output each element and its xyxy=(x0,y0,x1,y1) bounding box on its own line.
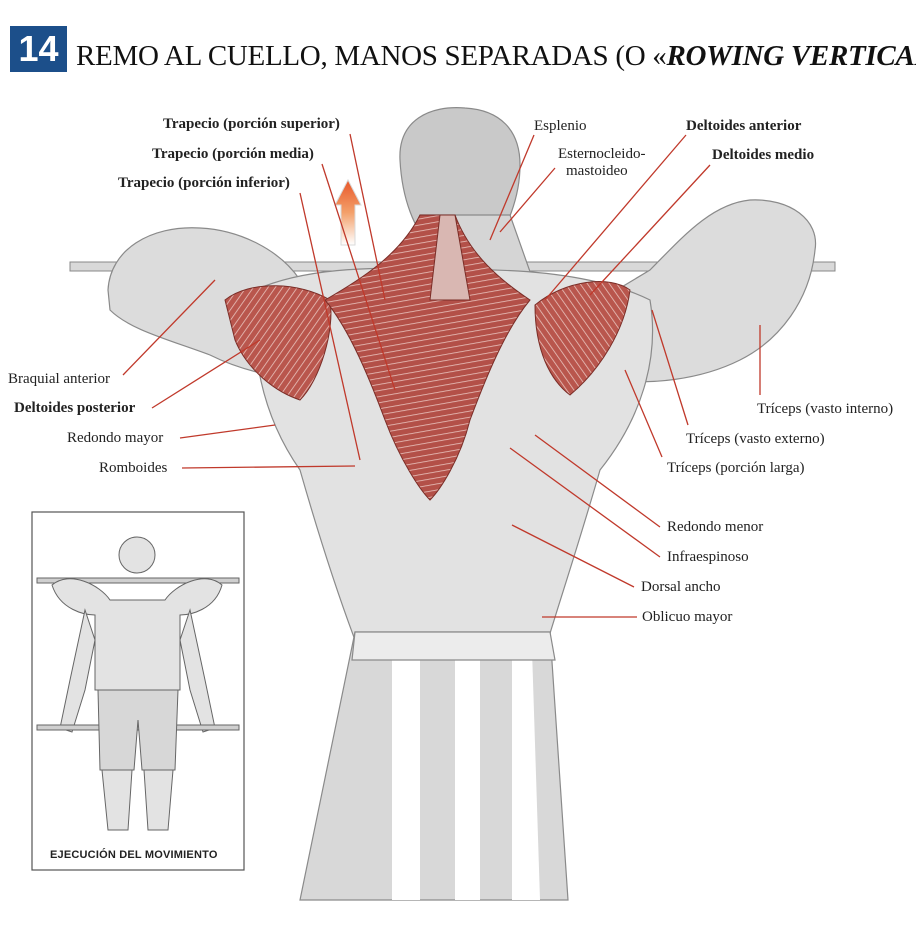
leader-lines xyxy=(122,133,761,618)
title-italic: ROWING VERTICAL xyxy=(666,40,916,72)
label-deltoides-anterior: Deltoides anterior xyxy=(686,118,802,134)
neck-splenius xyxy=(429,214,471,301)
label-braquial-anterior: Braquial anterior xyxy=(8,371,111,387)
label-redondo-menor: Redondo menor xyxy=(667,519,764,535)
leader-redondo-menor xyxy=(534,434,661,528)
leader-esternocleido xyxy=(499,167,556,233)
leader-triceps-vasto-externo xyxy=(651,309,689,426)
leader-dorsal-ancho xyxy=(511,524,635,588)
leader-deltoides-anterior xyxy=(544,134,687,301)
label-trapecio-inferior: Trapecio (porción inferior) xyxy=(118,175,290,191)
label-dorsal-ancho: Dorsal ancho xyxy=(641,579,721,595)
label-redondo-mayor: Redondo mayor xyxy=(67,430,164,446)
title-prefix: REMO AL CUELLO, MANOS SEPARADAS (O « xyxy=(76,40,667,72)
label-infraespinoso: Infraespinoso xyxy=(667,549,749,565)
inset-panel xyxy=(31,511,245,871)
page-title: REMO AL CUELLO, MANOS SEPARADAS (O «ROWI… xyxy=(76,40,916,73)
label-deltoides-posterior: Deltoides posterior xyxy=(14,400,136,416)
inset-caption: EJECUCIÓN DEL MOVIMIENTO xyxy=(50,849,218,861)
exercise-number-badge: 14 xyxy=(10,26,67,72)
deltoid-left xyxy=(224,285,332,401)
leader-redondo-mayor xyxy=(179,424,276,439)
label-romboides: Romboides xyxy=(99,460,168,476)
label-triceps-porcion-larga: Tríceps (porción larga) xyxy=(667,460,805,476)
label-oblicuo-mayor: Oblicuo mayor xyxy=(642,609,733,625)
highlighted-muscles xyxy=(224,214,631,501)
label-esplenio: Esplenio xyxy=(534,118,587,134)
leader-romboides xyxy=(181,465,356,469)
leader-infraespinoso xyxy=(509,447,661,558)
arrow-up-icon xyxy=(334,178,362,246)
trapezius xyxy=(324,214,531,501)
leader-trapecio-media xyxy=(321,163,396,391)
leader-esplenio xyxy=(489,134,535,241)
label-trapecio-superior: Trapecio (porción superior) xyxy=(163,116,340,132)
leader-deltoides-medio xyxy=(589,164,711,296)
leader-trapecio-inferior xyxy=(299,192,361,461)
label-mastoideo: mastoideo xyxy=(566,163,628,179)
deltoid-right xyxy=(534,281,631,396)
leader-braquial-anterior xyxy=(122,279,216,376)
leader-deltoides-posterior xyxy=(151,339,261,409)
label-esternocleido: Esternocleido- xyxy=(558,146,646,162)
label-triceps-vasto-interno: Tríceps (vasto interno) xyxy=(757,401,894,417)
label-deltoides-medio: Deltoides medio xyxy=(712,147,815,163)
label-trapecio-media: Trapecio (porción media) xyxy=(152,146,314,162)
leader-trapecio-superior xyxy=(349,133,386,301)
leader-triceps-porcion-larga xyxy=(624,369,663,458)
label-triceps-vasto-externo: Tríceps (vasto externo) xyxy=(686,431,825,447)
